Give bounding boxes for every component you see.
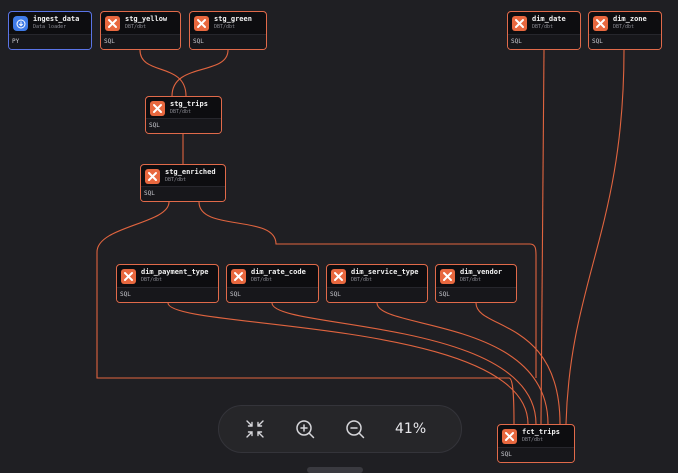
node-name: dim_zone — [613, 15, 647, 23]
node-ingest-data[interactable]: ingest_data Data loader PY — [8, 11, 92, 50]
node-stg-trips[interactable]: stg_trips DBT/dbt SQL — [145, 96, 222, 134]
node-name: ingest_data — [33, 15, 80, 23]
node-subtitle: DBT/dbt — [532, 24, 554, 30]
edge-dim-vendor-fct — [475, 302, 561, 425]
node-name: dim_date — [532, 15, 566, 23]
node-name: dim_rate_code — [251, 268, 306, 276]
fit-view-icon — [246, 420, 264, 438]
node-dim-payment-type[interactable]: dim_payment_type DBT/dbt SQL — [116, 264, 219, 303]
node-language: SQL — [439, 291, 450, 298]
node-fct-trips[interactable]: fct_trips DBT/dbt SQL — [497, 424, 575, 463]
zoom-in-icon — [296, 420, 315, 439]
dbt-icon — [331, 269, 346, 284]
dbt-icon — [512, 16, 527, 31]
dbt-icon — [145, 169, 160, 184]
dbt-icon — [502, 429, 517, 444]
node-language: SQL — [120, 291, 131, 298]
node-language: SQL — [230, 291, 241, 298]
dbt-icon — [593, 16, 608, 31]
node-subtitle: DBT/dbt — [251, 277, 273, 283]
edge-dim-payment-type-fct — [167, 302, 529, 425]
node-dim-zone[interactable]: dim_zone DBT/dbt SQL — [588, 11, 662, 50]
node-stg-enriched[interactable]: stg_enriched DBT/dbt SQL — [140, 164, 226, 202]
node-language: SQL — [193, 38, 204, 45]
node-stg-green[interactable]: stg_green DBT/dbt SQL — [189, 11, 267, 50]
node-dim-date[interactable]: dim_date DBT/dbt SQL — [507, 11, 581, 50]
dbt-icon — [194, 16, 209, 31]
dbt-icon — [105, 16, 120, 31]
edge-stg-yellow-stg-trips — [139, 49, 187, 97]
zoom-out-icon — [346, 420, 365, 439]
node-language: PY — [12, 38, 20, 45]
edge-dim-service-type-fct — [376, 302, 549, 425]
node-subtitle: DBT/dbt — [125, 24, 147, 30]
edge-dim-zone-fct — [565, 49, 625, 425]
canvas-controls: 41% — [218, 405, 462, 453]
download-icon — [13, 16, 28, 31]
dbt-icon — [231, 269, 246, 284]
edge-stg-green-stg-trips — [171, 49, 229, 97]
node-subtitle: DBT/dbt — [170, 109, 192, 115]
node-dim-service-type[interactable]: dim_service_type DBT/dbt SQL — [326, 264, 428, 303]
node-subtitle: DBT/dbt — [460, 277, 482, 283]
zoom-level: 41% — [395, 421, 427, 437]
node-name: dim_service_type — [351, 268, 419, 276]
node-language: SQL — [144, 190, 155, 197]
node-name: stg_trips — [170, 100, 208, 108]
node-subtitle: DBT/dbt — [141, 277, 163, 283]
node-name: stg_yellow — [125, 15, 168, 23]
zoom-out-button[interactable] — [344, 418, 366, 440]
node-language: SQL — [511, 38, 522, 45]
node-name: stg_green — [214, 15, 252, 23]
node-subtitle: DBT/dbt — [613, 24, 635, 30]
dbt-icon — [150, 101, 165, 116]
dbt-icon — [121, 269, 136, 284]
zoom-in-button[interactable] — [294, 418, 316, 440]
horizontal-scrollbar[interactable] — [307, 467, 363, 473]
node-name: dim_payment_type — [141, 268, 209, 276]
node-subtitle: DBT/dbt — [351, 277, 373, 283]
node-language: SQL — [149, 122, 160, 129]
node-subtitle: DBT/dbt — [522, 437, 544, 443]
edge-stg-enriched-dims — [198, 201, 537, 378]
node-language: SQL — [104, 38, 115, 45]
edge-dim-rate-code-fct — [271, 302, 537, 425]
node-stg-yellow[interactable]: stg_yellow DBT/dbt SQL — [100, 11, 181, 50]
node-subtitle: DBT/dbt — [214, 24, 236, 30]
node-dim-vendor[interactable]: dim_vendor DBT/dbt SQL — [435, 264, 517, 303]
node-language: SQL — [592, 38, 603, 45]
node-language: SQL — [501, 451, 512, 458]
node-name: stg_enriched — [165, 168, 216, 176]
node-language: SQL — [330, 291, 341, 298]
node-dim-rate-code[interactable]: dim_rate_code DBT/dbt SQL — [226, 264, 319, 303]
edge-dim-date-fct — [540, 49, 545, 425]
node-name: fct_trips — [522, 428, 560, 436]
fit-view-button[interactable] — [244, 418, 266, 440]
node-subtitle: DBT/dbt — [165, 177, 187, 183]
node-subtitle: Data loader — [33, 24, 67, 30]
edge-stg-enriched-group — [96, 201, 515, 425]
node-name: dim_vendor — [460, 268, 503, 276]
dbt-icon — [440, 269, 455, 284]
